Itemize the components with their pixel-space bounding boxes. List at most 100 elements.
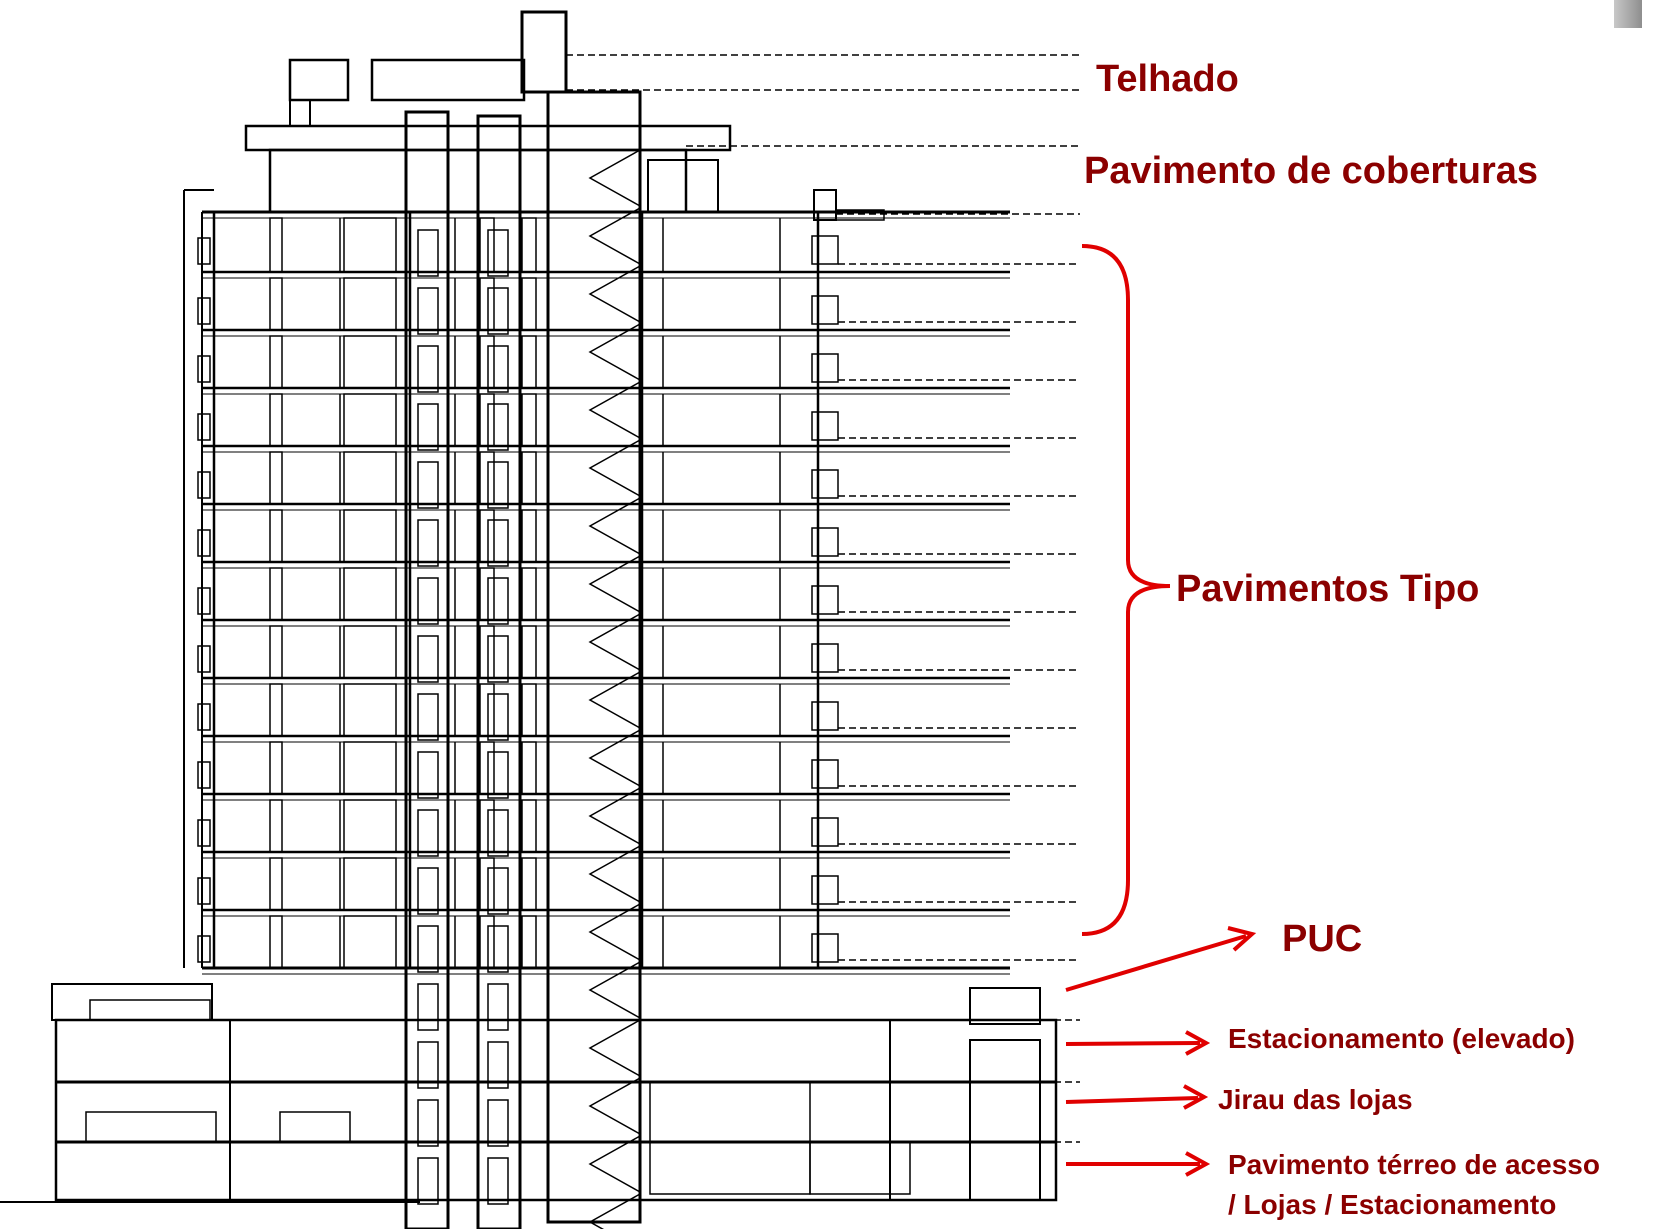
balcony <box>811 527 839 557</box>
left-column <box>269 625 283 679</box>
left-room <box>343 799 397 853</box>
chimney <box>520 10 568 94</box>
left-room <box>343 683 397 737</box>
label-pavimentos-tipo: Pavimentos Tipo <box>1176 568 1480 610</box>
balcony <box>811 469 839 499</box>
balcony <box>811 353 839 383</box>
left-shaft <box>479 509 495 563</box>
elevator-door <box>417 635 439 683</box>
shop-room <box>809 1141 911 1195</box>
left-room <box>343 857 397 911</box>
right-shaft <box>521 857 537 911</box>
stair-flight <box>588 497 641 555</box>
left-balcony <box>197 237 211 265</box>
left-room <box>343 393 397 447</box>
left-balcony <box>197 587 211 615</box>
left-column <box>269 567 283 621</box>
arrow-estacionamento-head <box>1185 1030 1211 1056</box>
elevator-door <box>487 345 509 393</box>
right-shaft <box>521 567 537 621</box>
stair-flight <box>588 1193 641 1229</box>
elevator-door <box>417 577 439 625</box>
left-balcony <box>197 297 211 325</box>
jirau-left-room <box>279 1111 351 1143</box>
elevator-door <box>487 229 509 277</box>
cobertura-slab <box>244 124 732 152</box>
podium <box>54 1018 1058 1202</box>
left-balcony <box>197 413 211 441</box>
stair-flight <box>588 207 641 265</box>
right-tower-wall <box>640 210 820 970</box>
roof-wall <box>289 99 311 127</box>
left-shaft <box>479 335 495 389</box>
elevator-door <box>417 809 439 857</box>
label-pavimento-terreo: Pavimento térreo de acesso / Lojas / Est… <box>1228 1145 1600 1225</box>
right-shaft <box>521 393 537 447</box>
stair-flight <box>588 323 641 381</box>
stair-flight <box>588 671 641 729</box>
arrow-jirau-head <box>1183 1084 1209 1110</box>
arrow-puc-head <box>1227 926 1257 952</box>
telhado-box-left <box>288 58 350 102</box>
stair-flight <box>588 1077 641 1135</box>
left-column <box>269 683 283 737</box>
stair-flight <box>588 149 641 207</box>
elevator-door <box>417 1041 439 1089</box>
elevator-door <box>417 229 439 277</box>
right-shaft <box>521 915 537 969</box>
left-room <box>343 335 397 389</box>
right-shaft <box>521 625 537 679</box>
elevator-shaft-right <box>476 114 522 1229</box>
elevator-door <box>417 751 439 799</box>
stair-flight <box>588 381 641 439</box>
arrow-estacionamento-line <box>1065 1041 1201 1046</box>
right-shaft <box>521 683 537 737</box>
right-shaft <box>521 451 537 505</box>
left-shaft <box>479 857 495 911</box>
label-puc: PUC <box>1282 918 1363 960</box>
balcony <box>811 759 839 789</box>
left-balcony <box>197 471 211 499</box>
left-tower-wall <box>212 210 412 970</box>
left-shaft <box>479 741 495 795</box>
elevator-door <box>487 1041 509 1089</box>
label-jirau-lojas: Jirau das lojas <box>1218 1084 1413 1115</box>
left-balcony <box>197 935 211 963</box>
brace-pavimentos-tipo <box>1081 244 1171 936</box>
podium-right-upper <box>969 987 1041 1025</box>
left-shaft <box>479 393 495 447</box>
elevator-door <box>487 983 509 1031</box>
left-column <box>269 915 283 969</box>
left-room <box>343 567 397 621</box>
left-balcony <box>197 529 211 557</box>
elevator-door <box>417 867 439 915</box>
elevator-door <box>487 461 509 509</box>
left-room <box>343 509 397 563</box>
elevator-shaft-left <box>404 110 450 1229</box>
left-shaft <box>479 683 495 737</box>
jirau-left-room <box>85 1111 217 1143</box>
elevator-door <box>417 925 439 973</box>
stair-flight <box>588 961 641 1019</box>
left-shaft <box>479 625 495 679</box>
shop-room <box>649 1141 811 1195</box>
arrow-terreo-head <box>1185 1151 1211 1177</box>
left-room <box>343 625 397 679</box>
left-column <box>269 741 283 795</box>
left-shaft <box>479 915 495 969</box>
elevator-door <box>487 1099 509 1147</box>
label-telhado: Telhado <box>1096 58 1239 100</box>
left-column <box>269 393 283 447</box>
stair-flight <box>588 613 641 671</box>
arrow-puc-line <box>1065 934 1247 992</box>
elevator-door <box>417 403 439 451</box>
elevator-door <box>487 867 509 915</box>
elevator-door <box>487 519 509 567</box>
stair-flight <box>588 787 641 845</box>
elevator-door <box>487 287 509 335</box>
elevator-door <box>487 635 509 683</box>
stair-flight <box>588 1019 641 1077</box>
left-column <box>269 799 283 853</box>
stair-flight <box>588 729 641 787</box>
podium-left-upper <box>51 983 213 1021</box>
